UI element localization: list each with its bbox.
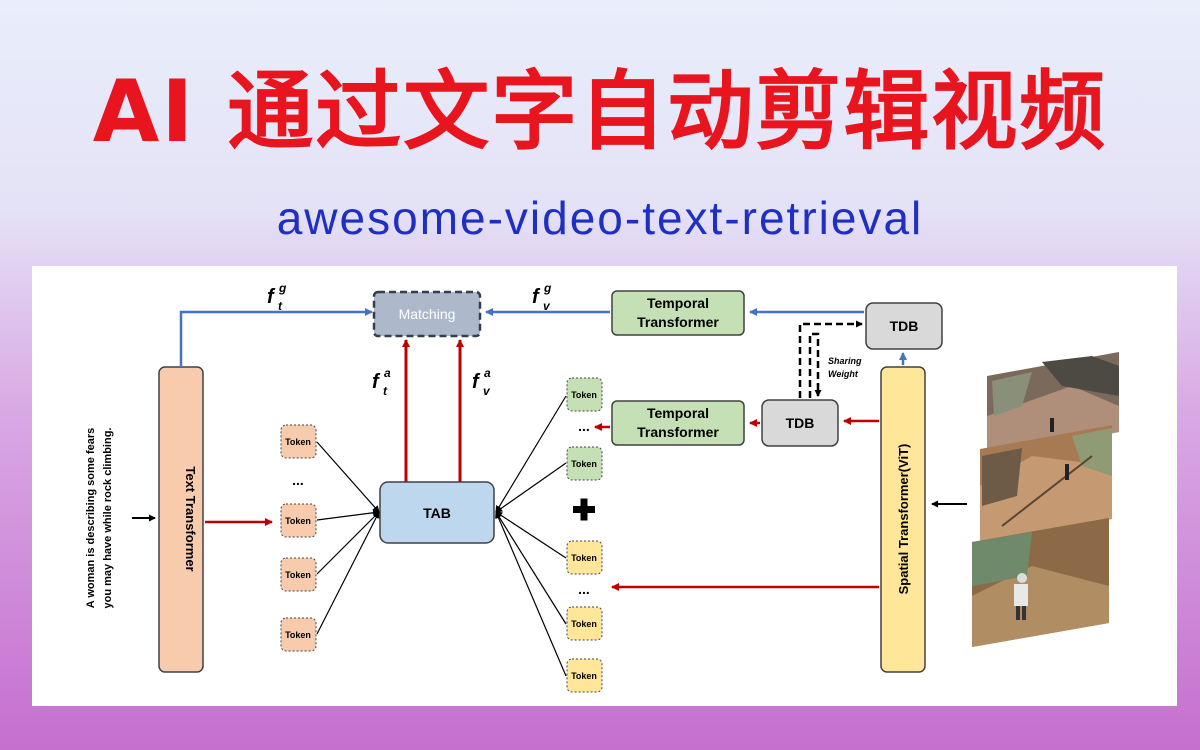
text-transformer-label: Text Transformer xyxy=(183,466,198,571)
video-token-connectors xyxy=(495,395,567,677)
weight-label: Weight xyxy=(828,369,859,379)
video-spatial-token: Token xyxy=(566,606,603,641)
text-global-arrow xyxy=(179,308,373,367)
video-frame-3 xyxy=(972,518,1109,647)
svg-text:Temporal: Temporal xyxy=(647,405,709,421)
svg-text:f: f xyxy=(472,371,481,393)
svg-text:g: g xyxy=(543,281,552,295)
matching-box: Matching xyxy=(372,290,482,338)
svg-text:Transformer: Transformer xyxy=(637,314,719,330)
svg-text:v: v xyxy=(543,299,551,313)
tdb-top-box: TDB xyxy=(865,302,943,350)
sharing-weight-up-arrow xyxy=(798,320,863,398)
text-token: Token xyxy=(280,617,317,652)
svg-text:Token: Token xyxy=(571,671,597,681)
text-transformer-box: Text Transformer xyxy=(158,366,204,673)
svg-text:Token: Token xyxy=(285,437,311,447)
label-fvg: f v g xyxy=(532,281,552,313)
temporal-transformer-top-box: Temporal Transformer xyxy=(611,290,745,336)
video-spatial-token: Token xyxy=(566,658,603,693)
text-token-connectors xyxy=(316,441,380,635)
spatial-token-ellipsis: ... xyxy=(578,581,590,597)
temporal-transformer-bottom-box: Temporal Transformer xyxy=(611,400,745,446)
matching-label: Matching xyxy=(399,306,456,322)
svg-text:a: a xyxy=(484,366,491,380)
svg-text:Token: Token xyxy=(571,459,597,469)
text-token: Token xyxy=(280,557,317,592)
label-ftg: f t g xyxy=(267,281,287,313)
page-subtitle: awesome-video-text-retrieval xyxy=(276,192,924,244)
tab-box: TAB xyxy=(379,481,495,544)
svg-text:Token: Token xyxy=(285,516,311,526)
text-token-ellipsis: ... xyxy=(292,472,304,488)
video-frame-2 xyxy=(980,425,1112,543)
tab-label: TAB xyxy=(423,505,451,521)
video-temporal-token: Token xyxy=(566,377,603,412)
architecture-diagram: A woman is describing some fears you may… xyxy=(85,281,1119,693)
svg-text:Token: Token xyxy=(571,619,597,629)
svg-text:g: g xyxy=(278,281,287,295)
text-token: Token xyxy=(280,503,317,538)
svg-text:Transformer: Transformer xyxy=(637,424,719,440)
spatial-transformer-box: Spatial Transformer(ViT) xyxy=(880,366,926,673)
svg-text:v: v xyxy=(483,384,491,398)
svg-text:Token: Token xyxy=(285,570,311,580)
sharing-label: Sharing xyxy=(828,356,862,366)
video-spatial-token: Token xyxy=(566,540,603,575)
label-fva: f v a xyxy=(472,366,491,398)
spatial-transformer-label: Spatial Transformer(ViT) xyxy=(896,444,911,595)
svg-text:f: f xyxy=(532,286,541,308)
svg-text:TDB: TDB xyxy=(890,318,919,334)
svg-text:f: f xyxy=(372,371,381,393)
caption-line-2: you may have while rock climbing. xyxy=(102,428,114,609)
svg-text:Temporal: Temporal xyxy=(647,295,709,311)
tdb-bottom-box: TDB xyxy=(761,399,839,447)
svg-text:a: a xyxy=(384,366,391,380)
page-title: AI 通过文字自动剪辑视频 xyxy=(92,62,1108,162)
video-temporal-token: Token xyxy=(566,446,603,481)
svg-text:Token: Token xyxy=(571,390,597,400)
svg-text:t: t xyxy=(383,384,388,398)
svg-text:Token: Token xyxy=(571,553,597,563)
caption-line-1: A woman is describing some fears xyxy=(85,428,97,609)
sharing-weight-down-path xyxy=(808,332,820,398)
label-fta: f t a xyxy=(372,366,391,398)
plus-icon xyxy=(573,498,595,521)
diagram-panel: A woman is describing some fears you may… xyxy=(32,266,1177,706)
text-token: Token xyxy=(280,424,317,459)
svg-text:TDB: TDB xyxy=(786,415,815,431)
temporal-token-ellipsis: ... xyxy=(578,418,590,434)
svg-text:t: t xyxy=(278,299,283,313)
svg-text:Token: Token xyxy=(285,630,311,640)
svg-text:f: f xyxy=(267,286,276,308)
